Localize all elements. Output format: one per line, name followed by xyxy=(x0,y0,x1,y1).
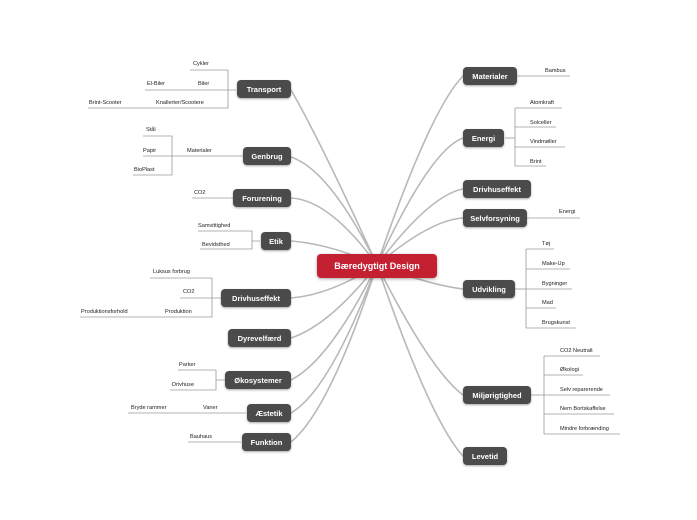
leaf-mad[interactable]: Mad xyxy=(542,300,553,306)
leaf-co2-drivhus[interactable]: CO2 xyxy=(183,289,195,295)
leaf-knallerter-scootere[interactable]: Knallerter/Scootere xyxy=(156,100,204,106)
leaf-bygninger[interactable]: Bygninger xyxy=(542,281,568,287)
topic-selvforsyning[interactable]: Selvforsyning xyxy=(463,209,527,227)
leaf-cykler[interactable]: Cykler xyxy=(193,61,209,67)
connector-funktion xyxy=(290,264,378,443)
connector-levetid xyxy=(376,264,464,457)
topic-transport[interactable]: Transport xyxy=(237,80,291,98)
leaf-produktionsforhold[interactable]: Produktionsforhold xyxy=(81,309,128,315)
leaf-bioplast[interactable]: BioPlast xyxy=(134,167,155,173)
topic-udvikling[interactable]: Udvikling xyxy=(463,280,515,298)
connector-genbrug xyxy=(290,156,378,266)
leaf-mindre-forbraending[interactable]: Mindre forbrænding xyxy=(560,426,609,432)
leaf-co2-neutralt[interactable]: CO2 Neutralt xyxy=(560,348,593,354)
topic-funktion[interactable]: Funktion xyxy=(242,433,291,451)
topic-etik[interactable]: Etik xyxy=(261,232,291,250)
leaf-bauhaus[interactable]: Bauhaus xyxy=(190,434,213,440)
leaf-toej[interactable]: Tøj xyxy=(542,241,551,247)
leaf-okologi[interactable]: Økologi xyxy=(560,367,579,373)
connector-drivhuseffekt-right xyxy=(376,188,464,266)
topic-miljorigtighed[interactable]: Miljørigtighed xyxy=(463,386,531,404)
leaf-bryde-rammer[interactable]: Bryde rammer xyxy=(131,405,167,411)
leaf-solceller[interactable]: Solceller xyxy=(530,120,552,126)
leaf-papir[interactable]: Papir xyxy=(143,148,157,154)
leaf-drivhuse[interactable]: Drivhuse xyxy=(172,382,195,388)
leaf-bambus[interactable]: Bambus xyxy=(545,68,566,74)
leaf-brint-scooter[interactable]: Brint-Scooter xyxy=(89,100,122,106)
connector-transport xyxy=(290,89,378,266)
connector-miljorigtighed xyxy=(376,264,464,396)
leaf-vindmoller[interactable]: Vindmøller xyxy=(530,139,557,145)
connector-okosystemer xyxy=(290,264,378,381)
topic-levetid[interactable]: Levetid xyxy=(463,447,507,465)
topic-aestetik[interactable]: Æstetik xyxy=(247,404,291,422)
root-node[interactable]: Bæredygtigt Design xyxy=(317,254,437,278)
topic-genbrug[interactable]: Genbrug xyxy=(243,147,291,165)
connector-aestetik xyxy=(290,264,378,414)
connector-energi xyxy=(376,137,464,266)
connector-materialer xyxy=(376,75,464,266)
leaf-bevidsthed[interactable]: Bevidsthed xyxy=(202,242,230,248)
leaf-co2-forurening[interactable]: CO2 xyxy=(194,190,206,196)
leaf-el-biler[interactable]: El-Biler xyxy=(147,81,166,87)
topic-dyrevelfaerd[interactable]: Dyrevelfærd xyxy=(228,329,291,347)
leaf-make-up[interactable]: Make-Up xyxy=(542,261,565,267)
leaf-materialer[interactable]: Materialer xyxy=(187,148,212,154)
leaf-atomkraft[interactable]: Atomkraft xyxy=(530,100,554,106)
leaf-nem-bortskaffelse[interactable]: Nem Bortskaffelse xyxy=(560,406,606,412)
leaf-vaner[interactable]: Vaner xyxy=(203,405,218,411)
connector-forurening xyxy=(290,197,378,266)
leaf-luksus-forbrug[interactable]: Luksus forbrug xyxy=(153,269,191,275)
topic-drivhuseffekt-left[interactable]: Drivhuseffekt xyxy=(221,289,291,307)
topic-okosystemer[interactable]: Økosystemer xyxy=(225,371,291,389)
leaf-samvittighed[interactable]: Samvittighed xyxy=(198,223,231,229)
leaf-produktion[interactable]: Produktion xyxy=(165,309,192,315)
leaf-staal[interactable]: Stål xyxy=(146,127,156,133)
topic-materialer[interactable]: Materialer xyxy=(463,67,517,85)
topic-forurening[interactable]: Forurening xyxy=(233,189,291,207)
leaf-brint[interactable]: Brint xyxy=(530,159,542,165)
leaf-brugskunst[interactable]: Brugskunst xyxy=(542,320,570,326)
leaf-energi-selvforsyning[interactable]: Energi xyxy=(559,209,576,215)
leaf-biler[interactable]: Biler xyxy=(198,81,210,87)
leaf-selv-reparerende[interactable]: Selv reparerende xyxy=(560,387,603,393)
topic-drivhuseffekt-right[interactable]: Drivhuseffekt xyxy=(463,180,531,198)
leaf-parker[interactable]: Parker xyxy=(179,362,196,368)
topic-energi[interactable]: Energi xyxy=(463,129,504,147)
